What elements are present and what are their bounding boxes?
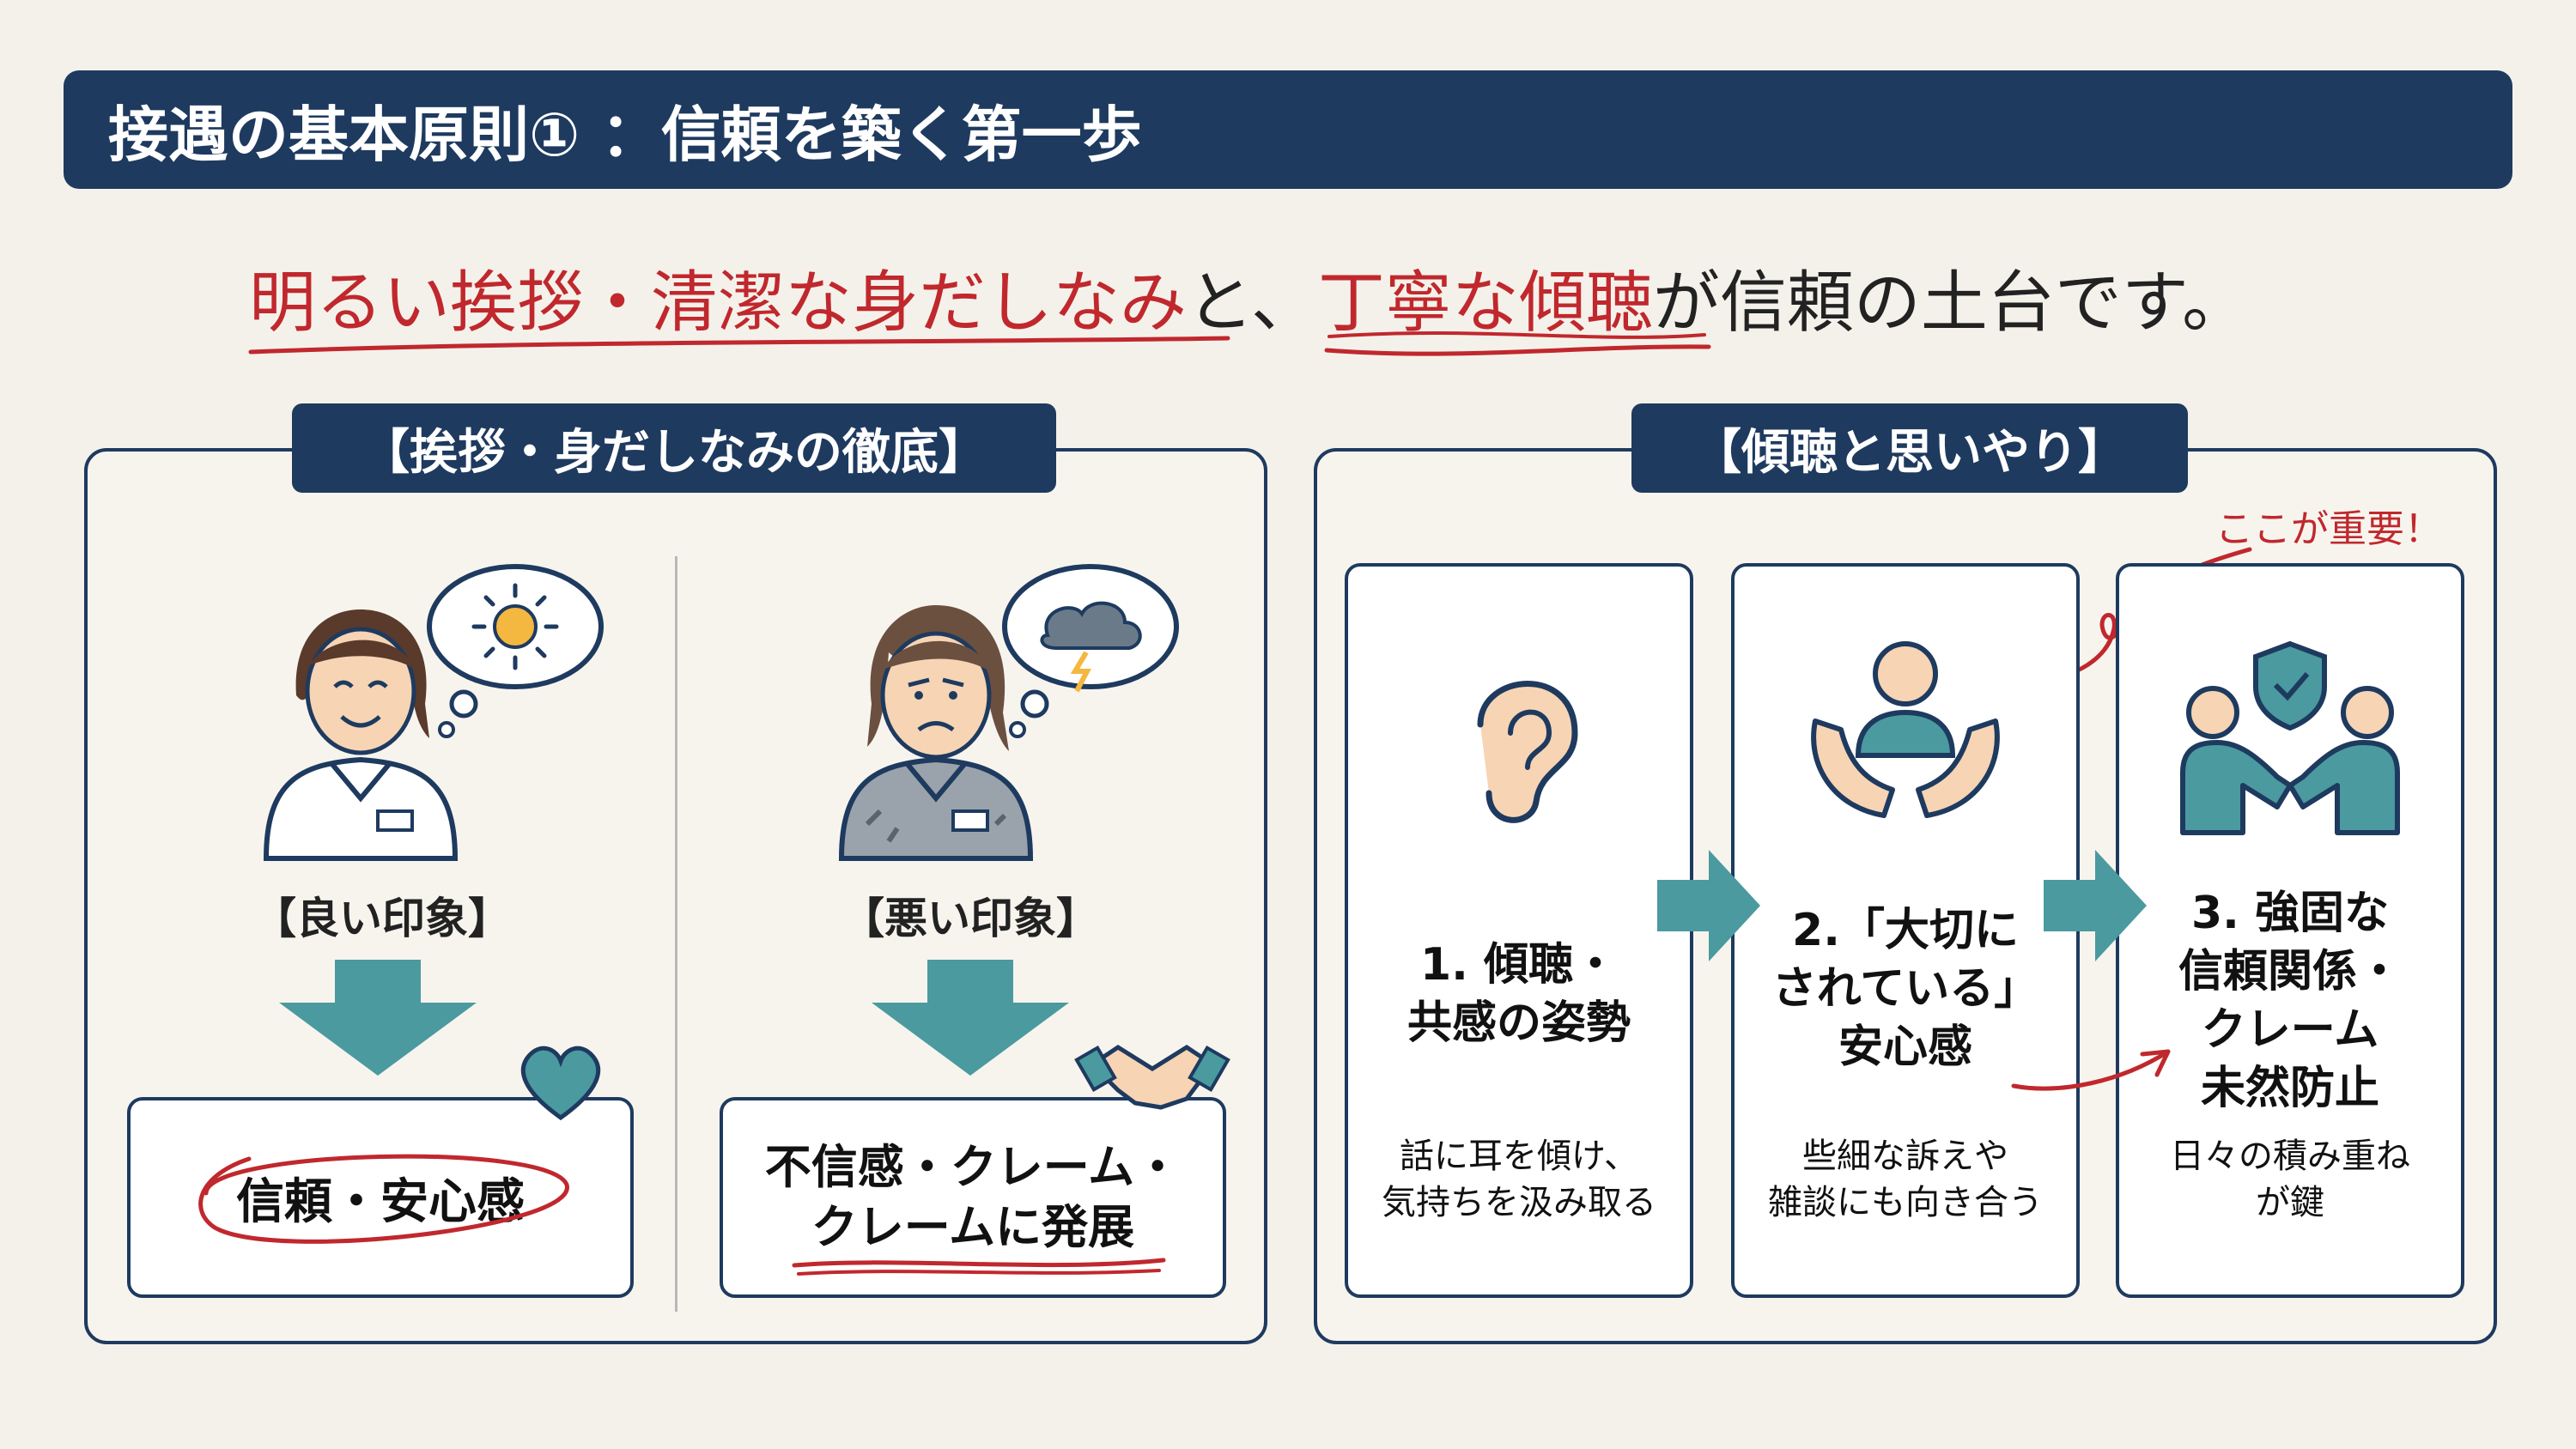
step-3-title: 3. 強固な 信頼関係・ クレーム 未然防止 <box>2178 888 2402 1114</box>
page-title: 接遇の基本原則① ：信頼を築く第一歩 <box>108 99 1142 170</box>
bad-nurse-icon <box>838 564 1179 861</box>
bad-impression-label: 【悪い印象】 <box>841 894 1099 943</box>
good-nurse-icon <box>263 564 604 861</box>
good-result-circle <box>198 1154 569 1244</box>
listening-tab: 【傾聴と思いやり】 <box>1631 403 2188 493</box>
lead-sentence: 明るい挨拶・清潔な身だしなみと、丁寧な傾聴が信頼の土台です。 <box>249 249 2344 369</box>
step-arrow-1 <box>1657 850 1760 961</box>
step-2-desc: 些細な訴えや 雑談にも向き合う <box>1768 1137 2043 1222</box>
greeting-grooming-tab: 【挨拶・身だしなみの徹底】 <box>292 403 1056 493</box>
lead-tail: が信頼の土台です。 <box>1652 264 2250 342</box>
panel-divider <box>675 556 677 1312</box>
step-card-1: 1. 傾聴・ 共感の姿勢 話に耳を傾け、 気持ちを汲み取る <box>1345 563 1693 1298</box>
good-result-box: 信頼・安心感 <box>127 1097 634 1298</box>
handshake-shield-icon <box>2180 640 2400 835</box>
ear-icon <box>1477 681 1578 823</box>
step-card-3: 3. 強固な 信頼関係・ クレーム 未然防止 日々の積み重ね が鍵 <box>2116 563 2464 1298</box>
lead-accent-listening: 丁寧な傾聴 <box>1317 264 1653 342</box>
lead-accent-greeting: 明るい挨拶・清潔な身だしなみ <box>249 264 1188 342</box>
bad-down-arrow <box>872 960 1069 1076</box>
step-1-desc: 話に耳を傾け、 気持ちを汲み取る <box>1382 1137 1656 1222</box>
step-2-title: 2.「大切に されている」 安心感 <box>1771 905 2039 1073</box>
caring-hands-icon <box>1811 641 2000 818</box>
emphasis-arrow <box>2011 1049 2171 1091</box>
step-1-title: 1. 傾聴・ 共感の姿勢 <box>1406 939 1631 1049</box>
handshake-icon <box>1074 1045 1230 1110</box>
lead-connector: と、 <box>1187 264 1318 342</box>
bad-result-line2: クレームに発展 <box>811 1200 1135 1254</box>
good-down-arrow <box>279 960 477 1076</box>
important-annotation: ここが重要！ <box>2215 507 2442 551</box>
step-card-2: 2.「大切に されている」 安心感 些細な訴えや 雑談にも向き合う <box>1731 563 2080 1298</box>
step-arrow-2 <box>2044 850 2147 961</box>
good-impression-label: 【良い印象】 <box>253 894 511 943</box>
title-bar: 接遇の基本原則① ：信頼を築く第一歩 <box>64 70 2512 189</box>
heart-icon <box>520 1046 601 1121</box>
step-3-desc: 日々の積み重ね が鍵 <box>2170 1137 2410 1222</box>
bad-result-underline <box>792 1258 1166 1276</box>
bad-result-line1: 不信感・クレーム・ <box>764 1140 1182 1194</box>
good-result-text: 信頼・安心感 <box>236 1173 525 1230</box>
